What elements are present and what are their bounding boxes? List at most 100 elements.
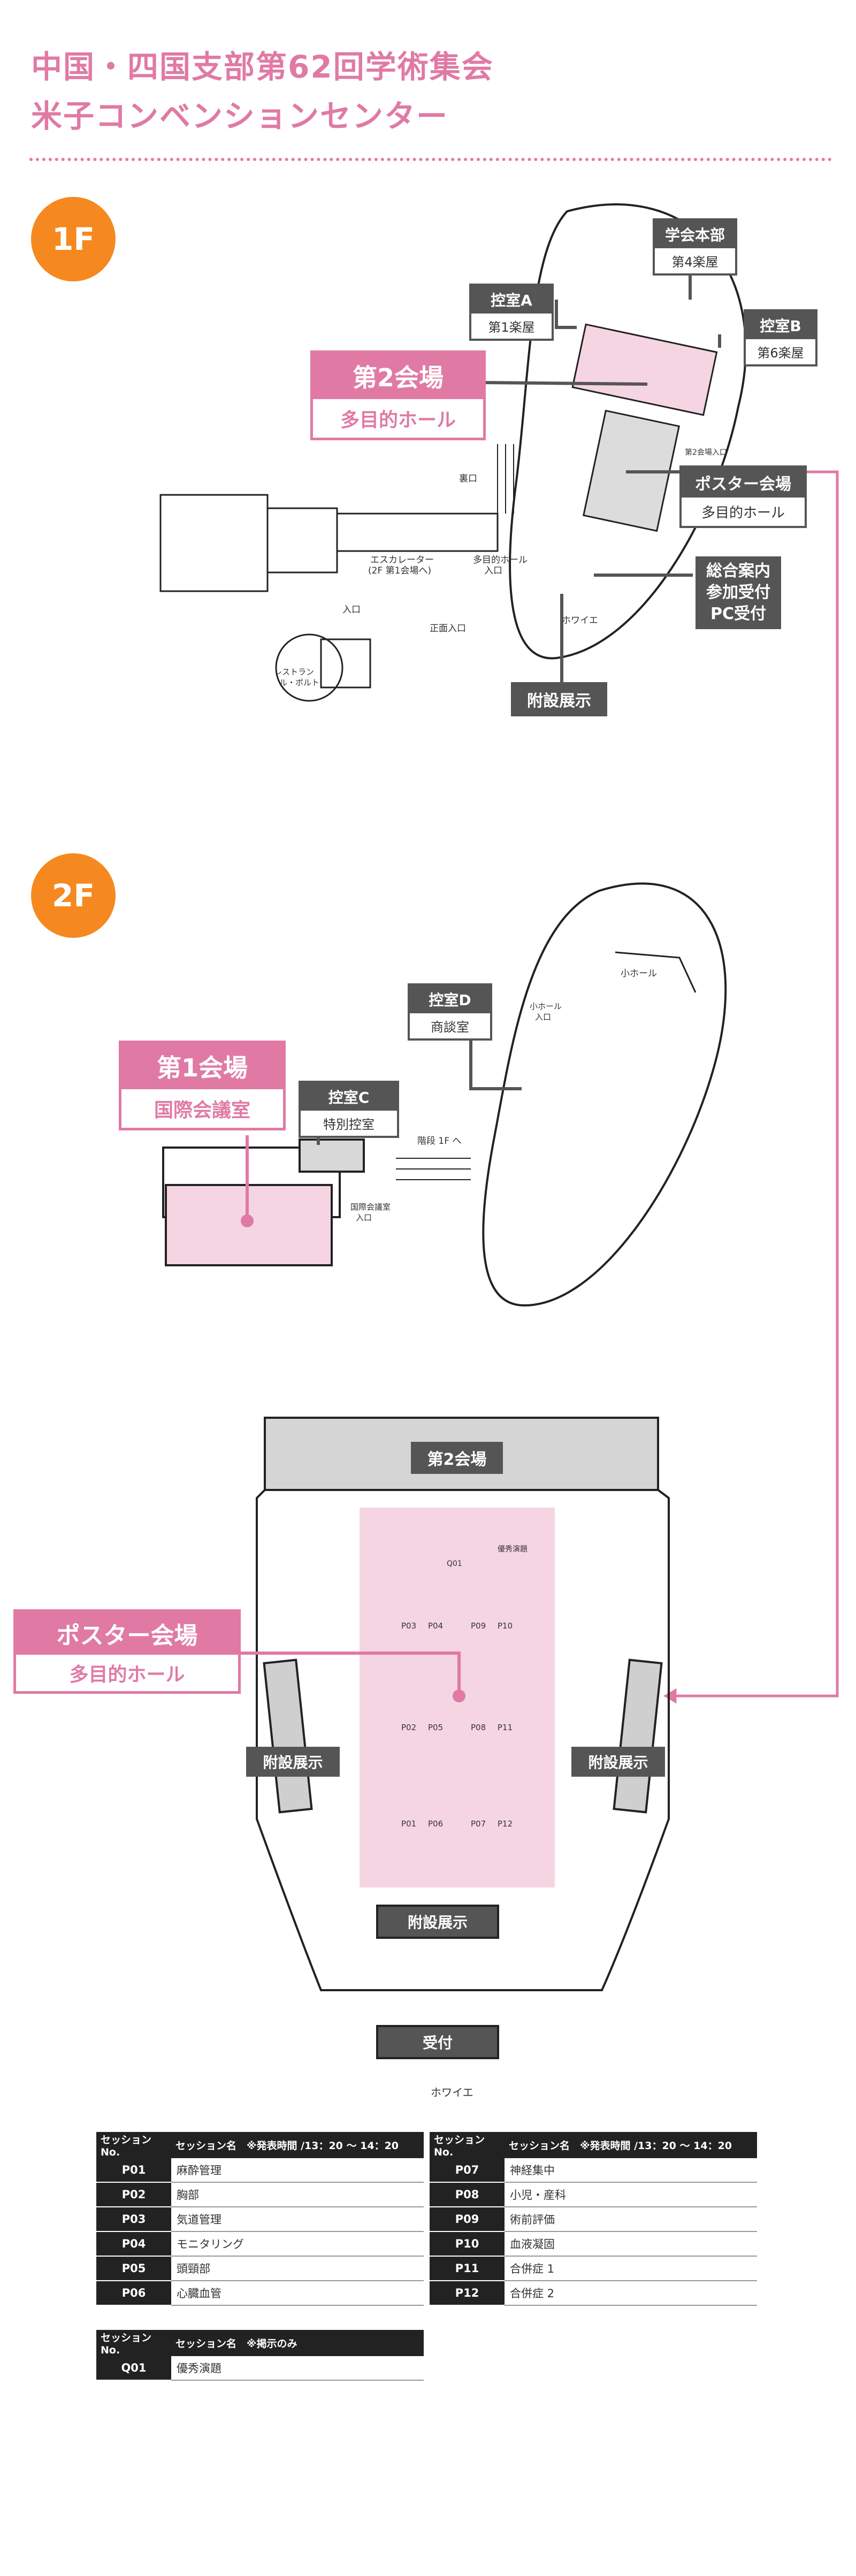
col-session-no: セッションNo. [96,2330,171,2356]
detail-stage: 第2会場 [411,1442,503,1474]
session-table-right: セッションNo. セッション名 ※発表時間 /13：20 ～ 14：20 P07… [430,2132,757,2306]
f2-label-small-hall-entrance2: 入口 [535,1012,552,1022]
f1-reception: 総合案内 参加受付 PC受付 [696,556,781,629]
col-session-name: セッション名 ※掲示のみ [171,2330,424,2356]
session-no: P09 [430,2207,505,2232]
session-no: Q01 [96,2356,171,2381]
session-no: P03 [96,2207,171,2232]
floor-badge-1f: 1F [31,197,116,281]
detail-q01-label: Q01 [447,1560,462,1568]
page-title: 中国・四国支部第62回学術集会 [31,49,494,85]
poster-board-label: P10 [498,1621,513,1631]
poster-board-label: P12 [498,1819,513,1829]
session-name: 術前評価 [505,2207,757,2232]
session-name: 心臓血管 [171,2281,424,2306]
f1-label-backdoor: 裏口 [459,473,477,484]
f2-pink-leader [241,1135,254,1227]
poster-board-label: P06 [428,1819,444,1829]
f1-label-escalator2: (2F 第1会場へ) [368,565,432,576]
f1-label-restaurant: レストラン [274,667,315,677]
session-name: モニタリング [171,2231,424,2257]
session-table-left: セッションNo. セッション名 ※発表時間 /13：20 ～ 14：20 P01… [96,2132,424,2306]
f1-label-venue2-entrance: 第2会場入口 [685,448,727,457]
session-name: 頭頸部 [171,2256,424,2281]
session-no: P05 [96,2256,171,2281]
f1-label-main-entrance: 正面入口 [430,623,466,634]
f1-floor-plan [159,203,747,702]
f1-exhibit: 附設展示 [511,682,607,716]
f1-label-entrance: 入口 [342,605,361,615]
session-no: P06 [96,2281,171,2306]
col-session-no: セッションNo. [430,2132,505,2158]
session-name: 小児・産科 [505,2182,757,2207]
poster-board-label: P05 [428,1723,444,1732]
f1-label-restaurant2: ル・ポルト [279,678,320,687]
poster-board-label: P07 [471,1819,486,1829]
f1-gakkai-honbu: 学会本部 第4楽屋 [653,218,737,276]
title-divider [29,158,832,161]
poster-board-label: P11 [498,1723,513,1732]
session-no: P04 [96,2231,171,2257]
detail-exhibit-left: 附設展示 [246,1747,340,1777]
session-name: 気道管理 [171,2207,424,2232]
col-session-name: セッション名 ※発表時間 /13：20 ～ 14：20 [171,2132,424,2158]
f1-venue-2: 第2会場 多目的ホール [310,350,486,440]
f2-label-small-hall-entrance: 小ホール [530,1002,562,1011]
session-no: P02 [96,2182,171,2207]
session-no: P10 [430,2231,505,2257]
poster-board-label: P04 [428,1621,444,1631]
f2-label-stairs: 階段 1F へ [417,1136,462,1146]
f1-hikae-a: 控室A 第1楽屋 [469,284,554,341]
f1-poster-venue: ポスター会場 多目的ホール [679,465,807,528]
session-name: 血液凝固 [505,2231,757,2257]
f1-label-tahall2: 入口 [484,565,502,576]
floor-badge-2f: 2F [31,853,116,938]
poster-board-label: P02 [401,1723,417,1732]
session-name: 胸部 [171,2182,424,2207]
session-name: 神経集中 [505,2158,757,2183]
session-name: 麻酔管理 [171,2158,424,2183]
f2-hikae-d: 控室D 商談室 [408,983,492,1041]
detail-award-label: 優秀演題 [498,1545,528,1554]
detail-poster-venue: ポスター会場 多目的ホール [13,1609,241,1694]
f2-label-intl-entrance: 国際会議室 [350,1202,391,1212]
session-no: P01 [96,2158,171,2183]
poster-board-label: P09 [471,1621,486,1631]
session-no: P08 [430,2182,505,2207]
session-name: 合併症 2 [505,2281,757,2306]
detail-exhibit-right: 附設展示 [571,1747,665,1777]
f2-label-small-hall: 小ホール [621,968,657,979]
f1-label-escalator: エスカレーター [370,555,434,565]
detail-foyer: ホワイエ [431,2086,473,2099]
f2-venue-1: 第1会場 国際会議室 [119,1041,286,1130]
f1-leader-lines [481,274,721,682]
session-name: 合併症 1 [505,2256,757,2281]
f1-label-tahall: 多目的ホール [473,555,528,565]
session-no: P11 [430,2256,505,2281]
detail-poster-leader [235,1652,465,1702]
f2-label-intl-entrance2: 入口 [356,1213,372,1222]
col-session-no: セッションNo. [96,2132,171,2158]
f1-poster-link [663,470,839,1704]
poster-board-label: P08 [471,1723,486,1732]
session-name: 優秀演題 [171,2356,424,2381]
f2-hikae-c: 控室C 特別控室 [299,1081,399,1138]
detail-exhibit-center: 附設展示 [376,1905,499,1939]
page-subtitle: 米子コンベンションセンター [31,98,449,134]
col-session-name: セッション名 ※発表時間 /13：20 ～ 14：20 [505,2132,757,2158]
f1-label-foyer: ホワイエ [562,615,598,626]
